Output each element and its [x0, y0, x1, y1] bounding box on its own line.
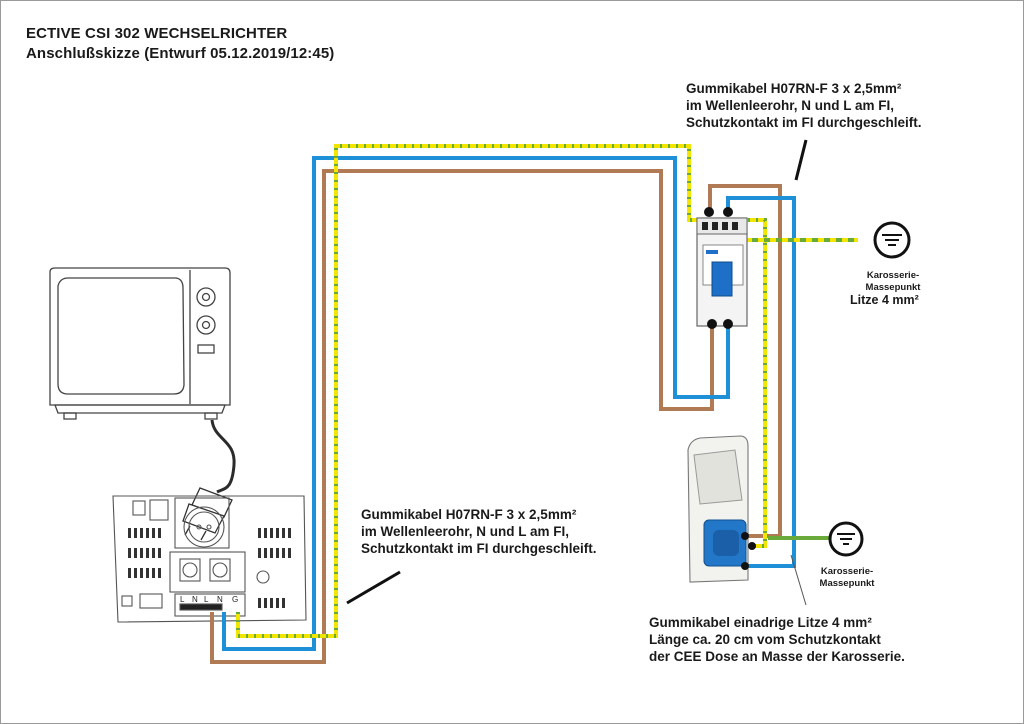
blue-wire — [222, 156, 730, 651]
ground-label-top-line-1: Karosserie- — [866, 270, 920, 281]
terminal-label-4: N — [217, 595, 223, 604]
terminal-label-2: N — [192, 595, 198, 604]
diagram-subtitle: Anschlußskizze (Entwurf 05.12.2019/12:45… — [26, 45, 335, 62]
note-bottom: Gummikabel einadrige Litze 4 mm² Länge c… — [649, 614, 905, 665]
inverter-icon: L N L N G — [112, 495, 307, 623]
note-middle-line-1: Gummikabel H07RN-F 3 x 2,5mm² — [361, 507, 577, 522]
ground-label-bottom-line-2: Massepunkt — [819, 578, 875, 589]
note-top-line-1: Gummikabel H07RN-F 3 x 2,5mm² — [686, 81, 902, 96]
inverter-vents — [128, 528, 291, 608]
diagram-title: ECTIVE CSI 302 WECHSELRICHTER — [26, 25, 288, 42]
terminal-label-1: L — [180, 595, 185, 604]
ground-symbol-icon — [828, 521, 864, 557]
ground-symbol-icon — [873, 221, 911, 259]
note-middle-line-3: Schutzkontakt im FI durchgeschleift. — [361, 541, 597, 556]
breaker-blue-out — [726, 196, 796, 568]
ground-label-bottom-line-1: Karosserie- — [820, 566, 874, 577]
yellow-wire-stripes — [236, 144, 710, 638]
note-bottom-line-3: der CEE Dose an Masse der Karosserie. — [649, 649, 905, 664]
note-bottom-line-1: Gummikabel einadrige Litze 4 mm² — [649, 615, 872, 630]
breaker-icon — [696, 207, 748, 329]
note-top: Gummikabel H07RN-F 3 x 2,5mm² im Wellenl… — [686, 80, 922, 131]
pe-yellow-down — [740, 218, 767, 548]
tv-icon — [49, 267, 231, 420]
terminal-label-5: G — [232, 595, 238, 604]
ground-wire-size-label: Litze 4 mm² — [850, 293, 919, 307]
ground-label-top-line-2: Massepunkt — [865, 282, 921, 293]
leader-line-top — [794, 139, 808, 181]
leader-line-middle — [346, 570, 401, 605]
note-middle-line-2: im Wellenleerohr, N und L am FI, — [361, 524, 570, 539]
brown-wire — [210, 169, 714, 664]
tv-cable — [210, 419, 236, 494]
note-top-line-3: Schutzkontakt im FI durchgeschleift. — [686, 115, 922, 130]
terminal-label-3: L — [204, 595, 209, 604]
leader-line-bottom — [790, 554, 807, 606]
yellow-wire — [236, 144, 710, 638]
cee-socket-icon — [687, 435, 756, 583]
ground-label-bottom: Karosserie- Massepunkt — [812, 566, 882, 590]
note-top-line-2: im Wellenleerohr, N und L am FI, — [686, 98, 895, 113]
note-bottom-line-2: Länge ca. 20 cm vom Schutzkontakt — [649, 632, 881, 647]
note-middle: Gummikabel H07RN-F 3 x 2,5mm² im Wellenl… — [361, 506, 597, 557]
ground-label-top: Karosserie- Massepunkt — [858, 270, 928, 294]
